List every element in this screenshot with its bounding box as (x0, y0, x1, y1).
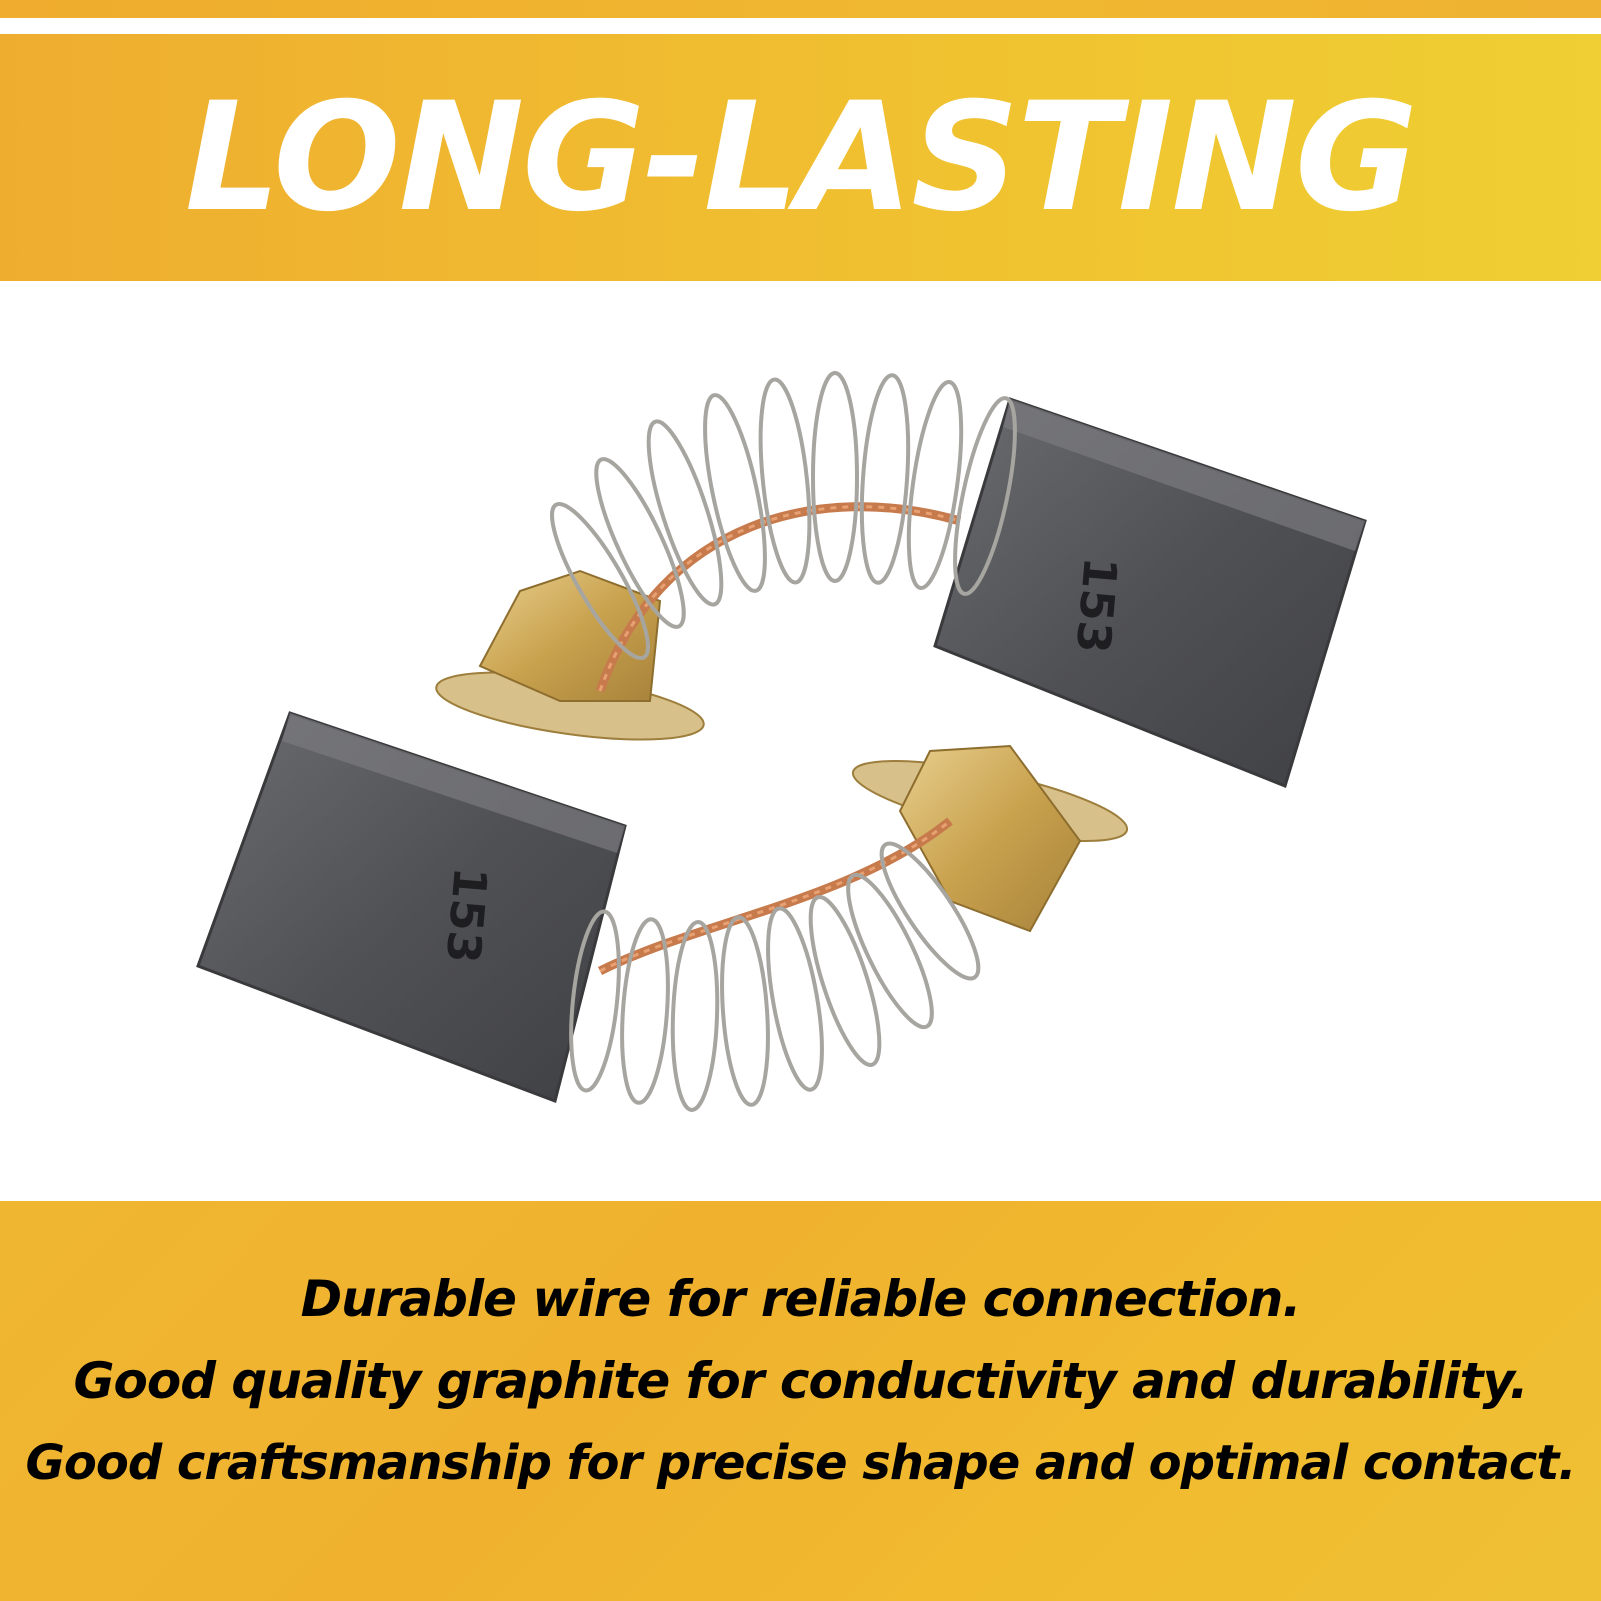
terminal-bottom (851, 744, 1129, 933)
carbon-brush-illustration: 153 (196, 371, 1367, 1112)
graphite-brush-top: 153 (933, 397, 1367, 789)
terminal-top (435, 569, 705, 741)
product-photo: 153 (0, 281, 1601, 1201)
spring-top (550, 371, 1017, 693)
features-band: Durable wire for reliable connection. Go… (0, 1201, 1601, 1601)
graphite-brush-bottom: 153 (196, 711, 627, 1103)
feature-wire: Durable wire for reliable connection. (300, 1270, 1302, 1328)
feature-craftsmanship: Good craftsmanship for precise shape and… (25, 1435, 1576, 1491)
header-band: LONG-LASTING (0, 34, 1601, 281)
spring-bottom (569, 817, 981, 1112)
top-accent-strip (0, 0, 1601, 18)
brush-marking-top: 153 (1066, 555, 1128, 655)
brush-marking-bottom: 153 (436, 865, 498, 965)
feature-graphite: Good quality graphite for conductivity a… (73, 1352, 1528, 1410)
headline: LONG-LASTING (184, 70, 1418, 245)
